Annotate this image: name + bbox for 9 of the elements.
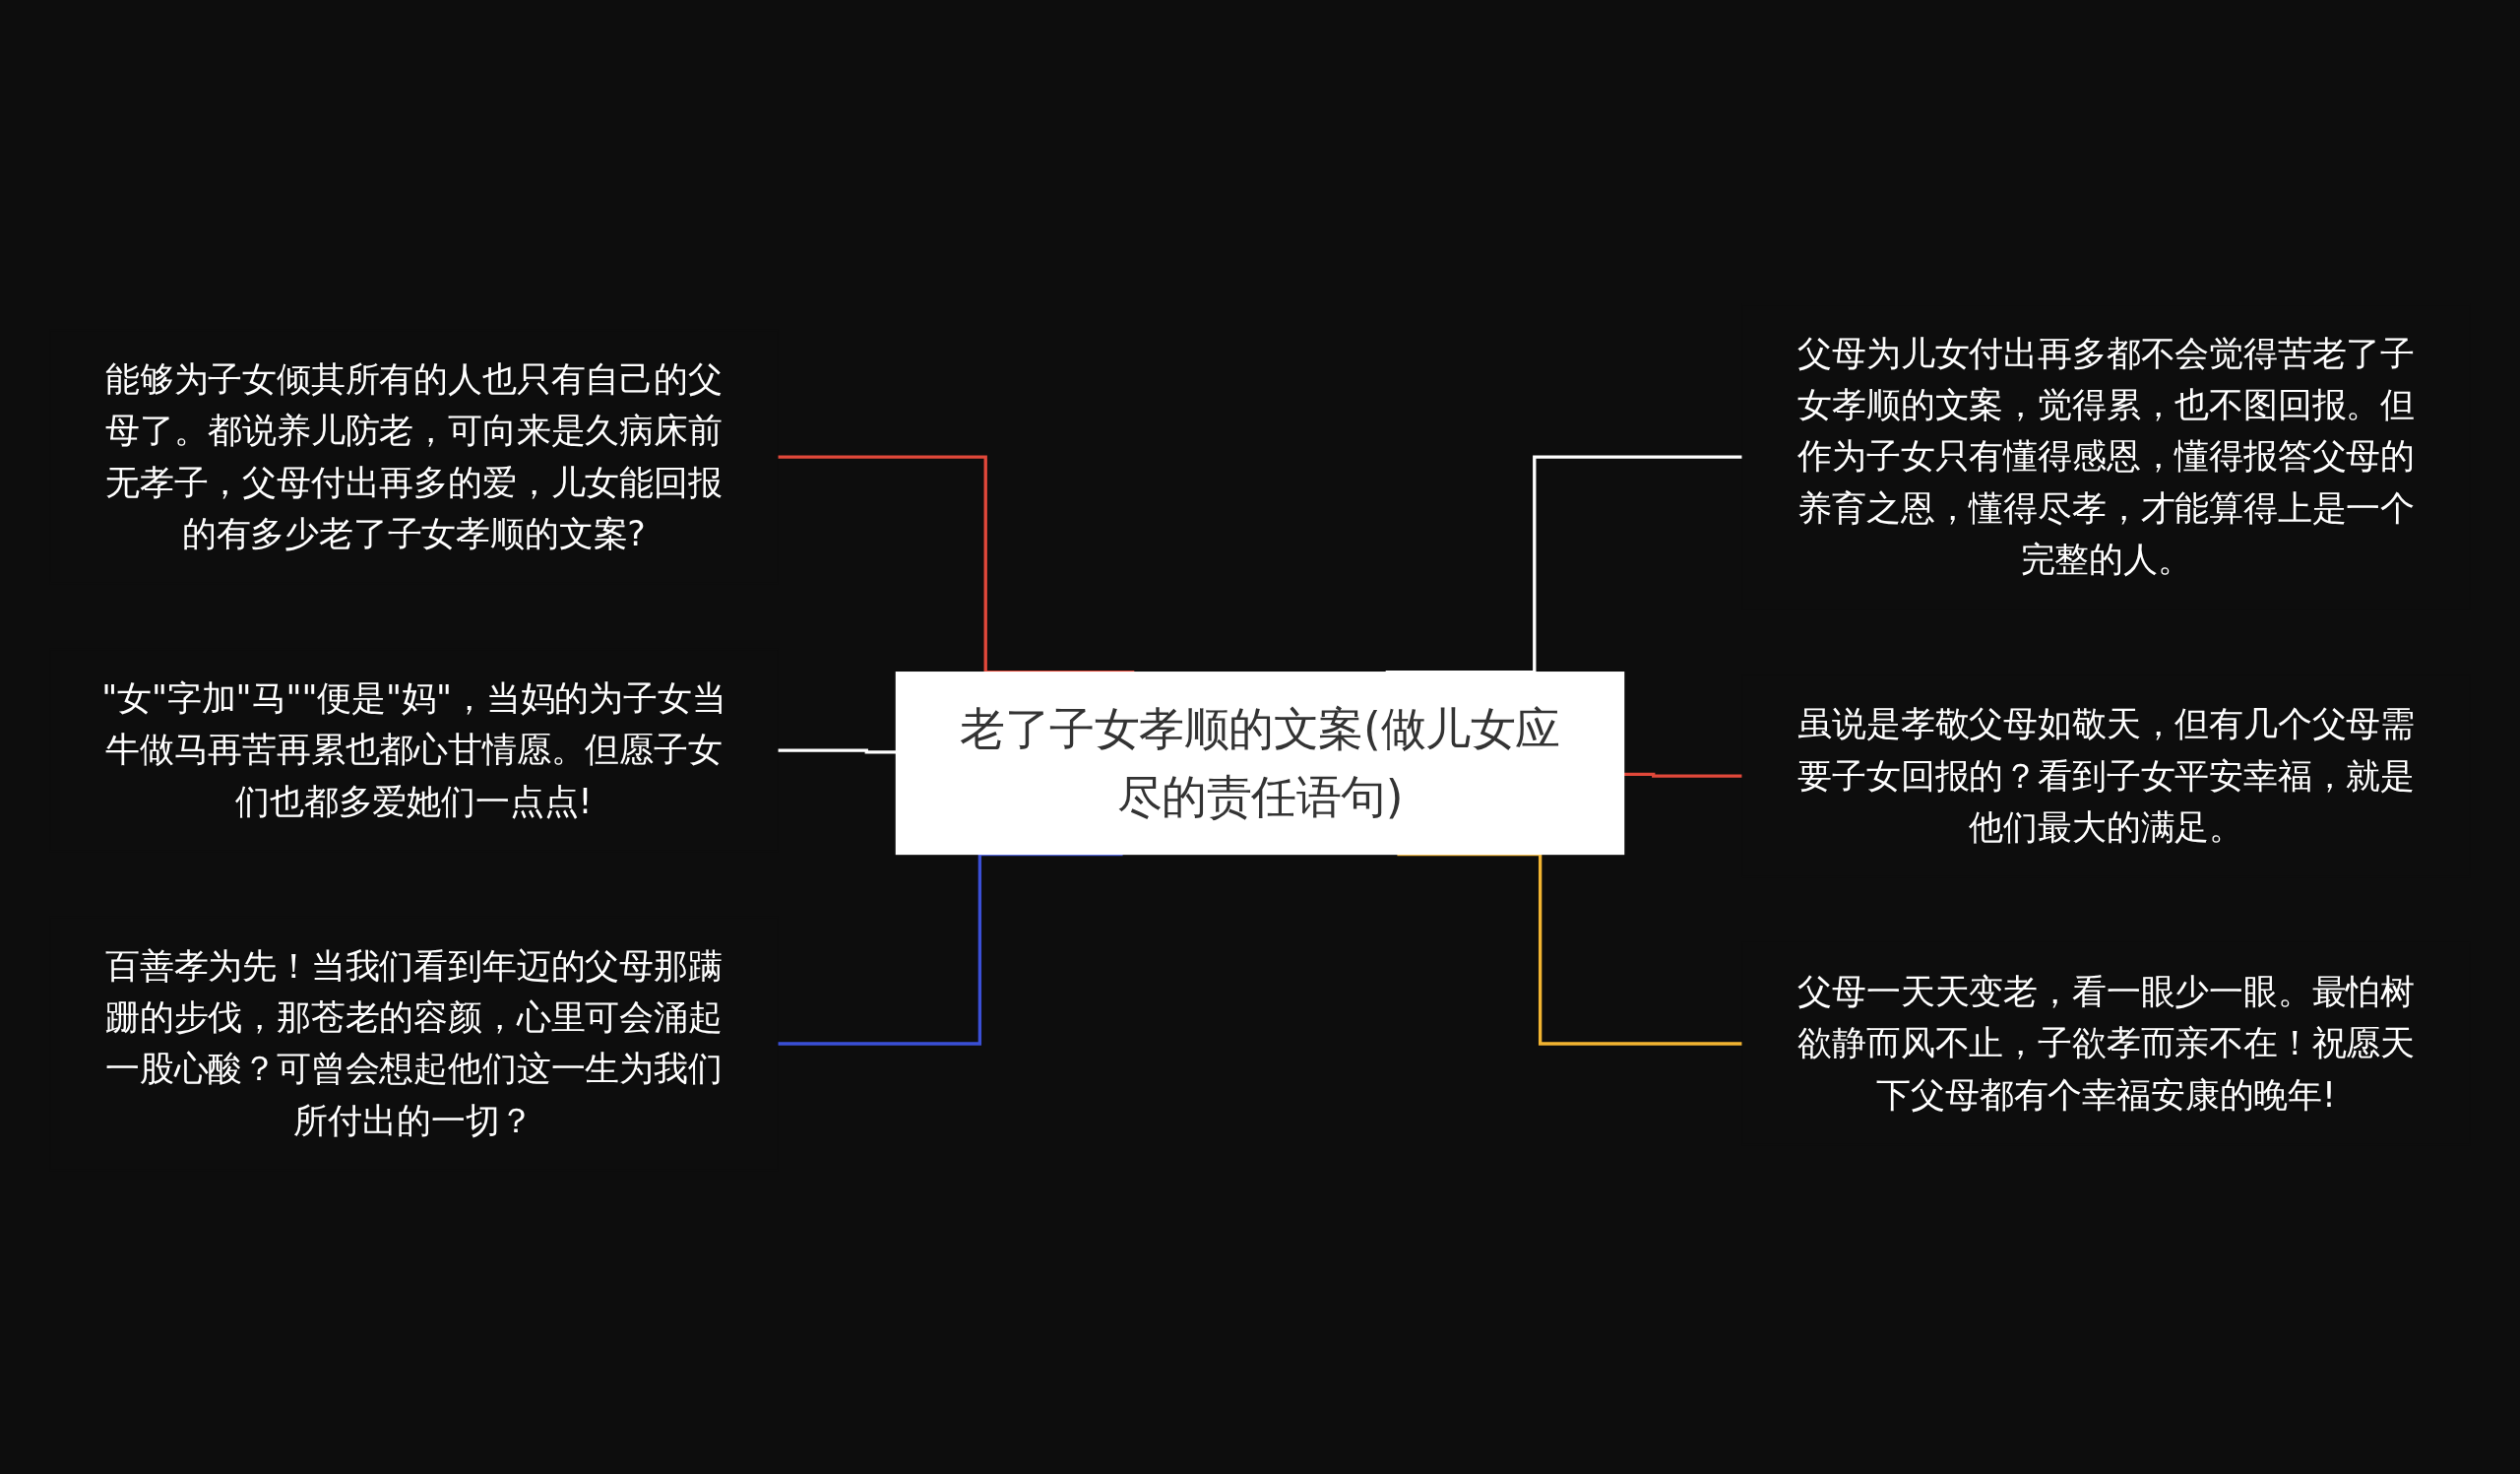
node-text: 虽说是孝敬父母如敬天，但有几个父母需要子女回报的？看到子女平安幸福，就是他们最大的满足。 bbox=[1797, 703, 2416, 847]
connector bbox=[1623, 772, 1743, 778]
node-text: 能够为子女倾其所有的人也只有自己的父母了。都说养儿防老，可向来是久病床前无孝子，父母付出再多的爱，儿女能回报的有多少老了子女孝顺的文案? bbox=[104, 358, 723, 553]
node-text: "女"字加"马""便是"妈"，当妈的为子女当牛做马再苦再累也都心甘情愿。但愿子女们也都多爱她们一点点! bbox=[101, 677, 726, 821]
node-box: 老了子女孝顺的文案(做儿女应尽的责任语句) bbox=[895, 671, 1625, 855]
connector bbox=[777, 747, 897, 754]
node-text: 百善孝为先！当我们看到年迈的父母那蹒跚的步伐，那苍老的容颜，心里可会涌起一股心酸？可曾会想起他们这一生为我们所付出的一切？ bbox=[104, 945, 723, 1140]
node-text: 父母为儿女付出再多都不会觉得苦老了子女孝顺的文案，觉得累，也不图回报。但作为子女只有懂得感恩，懂得报答父母的养育之恩，懂得尽孝，才能算得上是一个完整的人。 bbox=[1797, 333, 2416, 579]
node-text: 父母一天天变老，看一眼少一眼。最怕树欲静而风不止，子欲孝而亲不在！祝愿天下父母都有个幸福安康的晚年! bbox=[1797, 971, 2416, 1115]
